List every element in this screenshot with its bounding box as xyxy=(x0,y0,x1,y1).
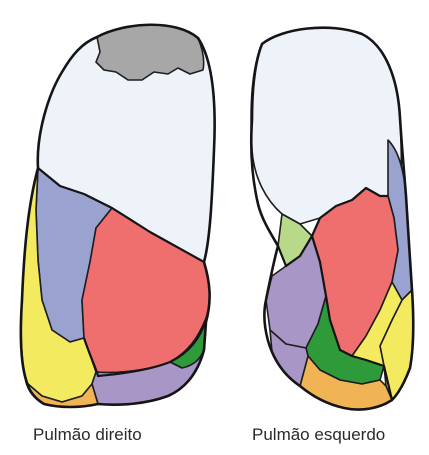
right-lung xyxy=(21,25,215,407)
left-lung-caption: Pulmão esquerdo xyxy=(252,425,385,445)
right-apical-gray-segment xyxy=(96,25,204,80)
right-lung-caption: Pulmão direito xyxy=(33,425,142,445)
left-lung xyxy=(251,28,413,410)
